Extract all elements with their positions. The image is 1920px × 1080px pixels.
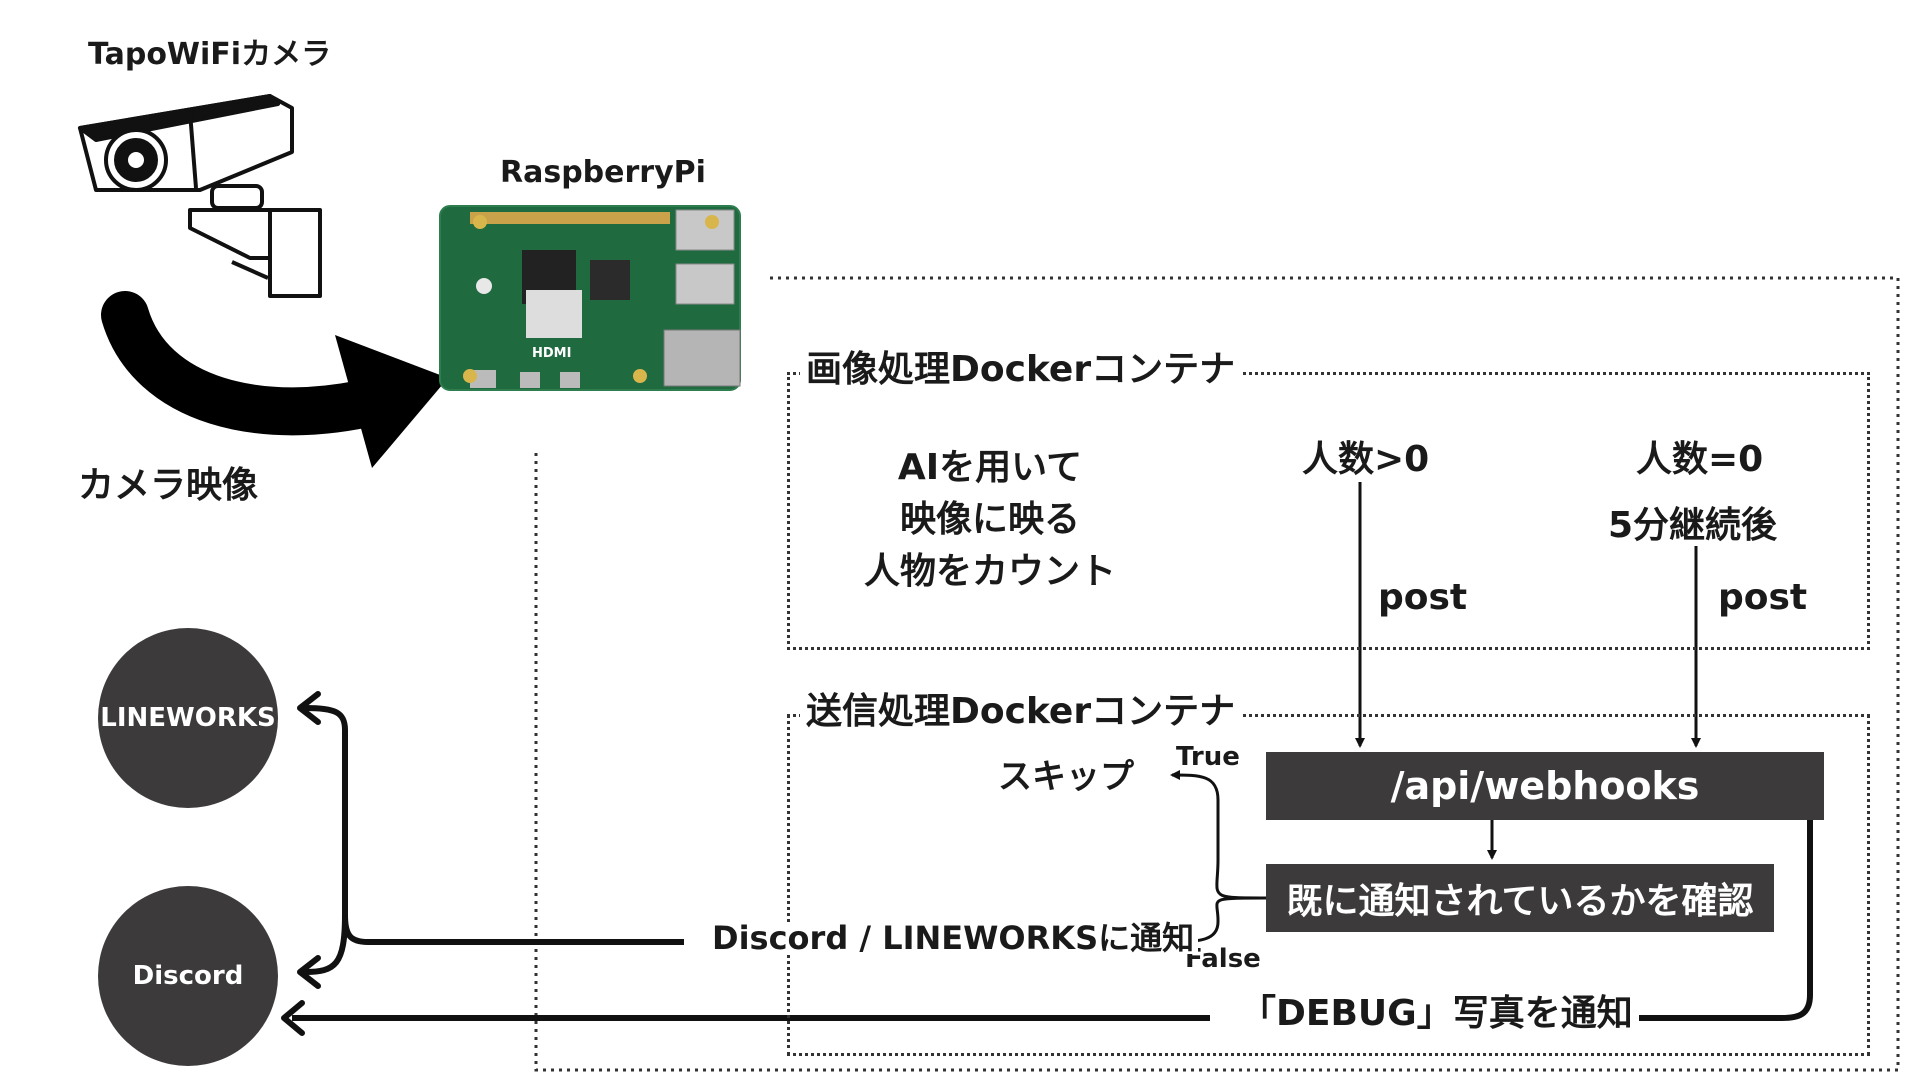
raspberry-pi-board-icon xyxy=(439,205,741,391)
camera-feed-label: カメラ映像 xyxy=(78,465,259,506)
ai-description-line-2: 映像に映る xyxy=(899,499,1080,540)
true-label: True xyxy=(1176,742,1240,772)
notify-label: Discord / LINEWORKSに通知 xyxy=(708,922,1199,954)
zero-duration-label: 5分継続後 xyxy=(1608,505,1778,546)
image-container-title: 画像処理Dockerコンテナ xyxy=(800,352,1242,388)
notify-line xyxy=(304,705,684,945)
camera-label: TapoWiFiカメラ xyxy=(88,37,332,72)
skip-label: スキップ xyxy=(998,757,1134,797)
security-camera-icon xyxy=(78,94,322,298)
camera-feed-arrow xyxy=(101,291,404,436)
raspberry-pi-label: RaspberryPi xyxy=(500,155,706,190)
webhook-endpoint-box: /api/webhooks xyxy=(1266,752,1824,820)
true-branch-line xyxy=(1170,770,1267,900)
send-container-box xyxy=(787,714,1870,1056)
debug-label: 「DEBUG」写真を通知 xyxy=(1234,996,1639,1032)
lineworks-arrowhead xyxy=(297,691,321,725)
debug-line xyxy=(1632,820,1813,1021)
ai-description-line-1: AIを用いて xyxy=(897,447,1083,488)
debug-arrowhead xyxy=(281,1000,305,1036)
camera-feed-arrowhead xyxy=(335,335,448,468)
post-left-label: post xyxy=(1378,577,1468,618)
discord-arrowhead xyxy=(297,955,321,989)
lineworks-target: LINEWORKS xyxy=(98,628,278,808)
discord-target: Discord xyxy=(98,886,278,1066)
ai-description-line-3: 人物をカウント xyxy=(863,551,1116,592)
system-boundary xyxy=(534,276,1900,1072)
discord-branch-line xyxy=(304,914,348,975)
board-hdmi-text: HDMI xyxy=(532,346,572,361)
count-positive-label: 人数>0 xyxy=(1302,439,1430,480)
send-container-title: 送信処理Dockerコンテナ xyxy=(800,694,1242,730)
count-zero-label: 人数=0 xyxy=(1636,439,1764,480)
post-right-label: post xyxy=(1718,577,1808,618)
ai-description: AIを用いて 映像に映る 人物をカウント xyxy=(860,442,1120,598)
notification-check-box: 既に通知されているかを確認 xyxy=(1266,864,1774,932)
image-container-box xyxy=(787,372,1870,650)
